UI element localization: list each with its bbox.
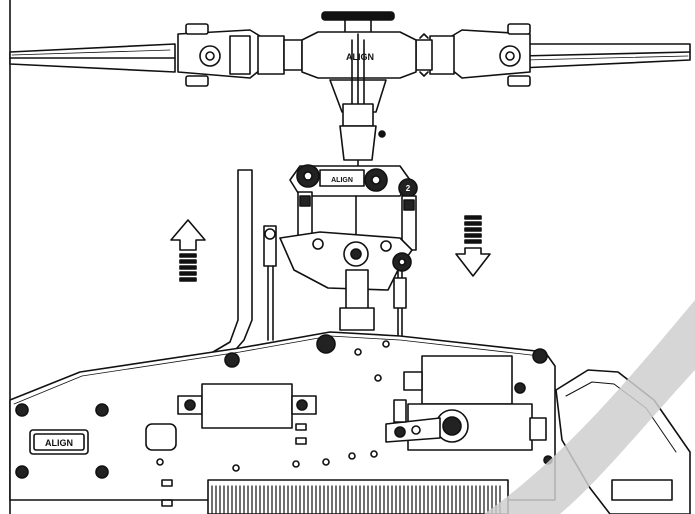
up-arrow-icon: [170, 219, 206, 282]
swashplate: [279, 231, 413, 331]
main-gear: [207, 479, 509, 514]
main-rotor-blades: [9, 43, 691, 73]
rotor-head-hub: [301, 11, 417, 171]
canopy-mount-plate: [195, 169, 253, 363]
down-arrow-icon: [455, 215, 491, 277]
background-shading-band: [484, 300, 695, 514]
hub-brand-label: ALIGN: [346, 52, 374, 62]
frame-brand-label: ALIGN: [45, 438, 73, 448]
washout-assembly: [289, 164, 418, 198]
ball-link-number-1: 1: [306, 172, 311, 181]
washout-brand-label: ALIGN: [331, 177, 353, 184]
right-servo: [385, 355, 547, 451]
left-servo: [177, 383, 317, 429]
ball-link-number-2: 2: [406, 184, 411, 193]
left-blade-grip: [177, 23, 303, 87]
right-blade-grip: [415, 23, 531, 87]
left-pushrod: [263, 225, 277, 341]
